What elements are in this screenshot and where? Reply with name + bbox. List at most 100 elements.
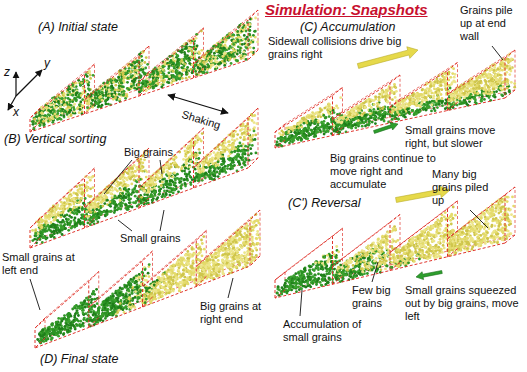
grain bbox=[152, 87, 155, 90]
grain bbox=[188, 76, 191, 79]
grain bbox=[104, 86, 107, 89]
grain bbox=[125, 71, 128, 74]
grain bbox=[94, 97, 97, 100]
grain bbox=[112, 86, 115, 89]
grain bbox=[68, 91, 71, 94]
grain bbox=[146, 63, 149, 66]
grain bbox=[79, 108, 82, 111]
grain bbox=[232, 43, 235, 46]
grain bbox=[232, 47, 235, 50]
grain bbox=[224, 41, 227, 44]
grain bbox=[145, 56, 148, 59]
grain bbox=[88, 71, 91, 74]
grain bbox=[88, 89, 91, 92]
grain bbox=[134, 69, 137, 72]
grain bbox=[253, 114, 256, 117]
grain bbox=[206, 68, 209, 71]
grain bbox=[130, 183, 133, 186]
grain bbox=[67, 97, 70, 100]
grain bbox=[144, 81, 147, 84]
grain bbox=[91, 99, 94, 102]
grain bbox=[254, 30, 257, 33]
grain bbox=[86, 80, 89, 83]
grain bbox=[42, 108, 45, 111]
grain bbox=[112, 95, 115, 98]
grain bbox=[56, 112, 59, 115]
grain bbox=[59, 110, 62, 113]
grain bbox=[205, 60, 208, 63]
grain bbox=[162, 68, 165, 71]
grain bbox=[140, 62, 143, 65]
grain bbox=[254, 17, 257, 20]
grain bbox=[176, 62, 179, 65]
grain bbox=[162, 65, 165, 68]
grain bbox=[55, 106, 58, 109]
grain bbox=[127, 70, 130, 73]
grain bbox=[41, 116, 44, 119]
grain bbox=[130, 83, 133, 86]
grain bbox=[153, 80, 156, 83]
grain bbox=[122, 74, 125, 77]
grain bbox=[168, 65, 171, 68]
grain bbox=[221, 50, 224, 53]
grain bbox=[172, 74, 175, 77]
grain bbox=[105, 103, 108, 106]
grain bbox=[201, 63, 204, 66]
grain bbox=[178, 75, 181, 78]
grain bbox=[124, 97, 127, 100]
grain bbox=[135, 88, 138, 91]
grain bbox=[62, 114, 65, 117]
grain bbox=[117, 89, 120, 92]
grain bbox=[103, 202, 106, 205]
grain bbox=[55, 115, 58, 118]
grain bbox=[219, 52, 222, 55]
grain bbox=[92, 74, 95, 77]
grain bbox=[252, 47, 255, 50]
grain bbox=[176, 54, 179, 57]
grain bbox=[114, 84, 117, 87]
grain bbox=[240, 57, 243, 60]
grain bbox=[57, 100, 60, 103]
grain bbox=[78, 184, 81, 187]
grain bbox=[38, 124, 41, 127]
grain bbox=[227, 145, 230, 148]
grain bbox=[149, 73, 152, 76]
grain bbox=[223, 64, 226, 67]
grain bbox=[101, 91, 104, 94]
grain bbox=[176, 66, 179, 69]
grain bbox=[49, 110, 52, 113]
depth-edge bbox=[85, 104, 95, 114]
grain bbox=[198, 152, 201, 155]
grain bbox=[196, 44, 199, 47]
grain bbox=[127, 198, 130, 201]
grain bbox=[148, 76, 151, 79]
grain bbox=[194, 70, 197, 73]
grain bbox=[31, 120, 34, 123]
grain bbox=[221, 55, 224, 58]
grain bbox=[112, 81, 115, 84]
grain bbox=[237, 36, 240, 39]
grain bbox=[143, 61, 146, 64]
grain bbox=[194, 50, 197, 53]
grain bbox=[35, 115, 38, 118]
grain bbox=[140, 89, 143, 92]
grain bbox=[107, 97, 110, 100]
grain bbox=[64, 103, 67, 106]
grain bbox=[98, 91, 101, 94]
grain bbox=[213, 52, 216, 55]
grain bbox=[79, 101, 82, 104]
grain bbox=[34, 122, 37, 125]
grain bbox=[243, 136, 246, 139]
grain bbox=[144, 67, 147, 70]
grain bbox=[78, 104, 81, 107]
grain bbox=[130, 85, 133, 88]
grain bbox=[242, 50, 245, 53]
grain bbox=[228, 54, 231, 57]
grain bbox=[167, 81, 170, 84]
grain bbox=[250, 51, 253, 54]
grain bbox=[202, 61, 205, 64]
grain bbox=[219, 44, 222, 47]
grain bbox=[228, 47, 231, 50]
grain bbox=[237, 45, 240, 48]
grain bbox=[87, 84, 90, 87]
